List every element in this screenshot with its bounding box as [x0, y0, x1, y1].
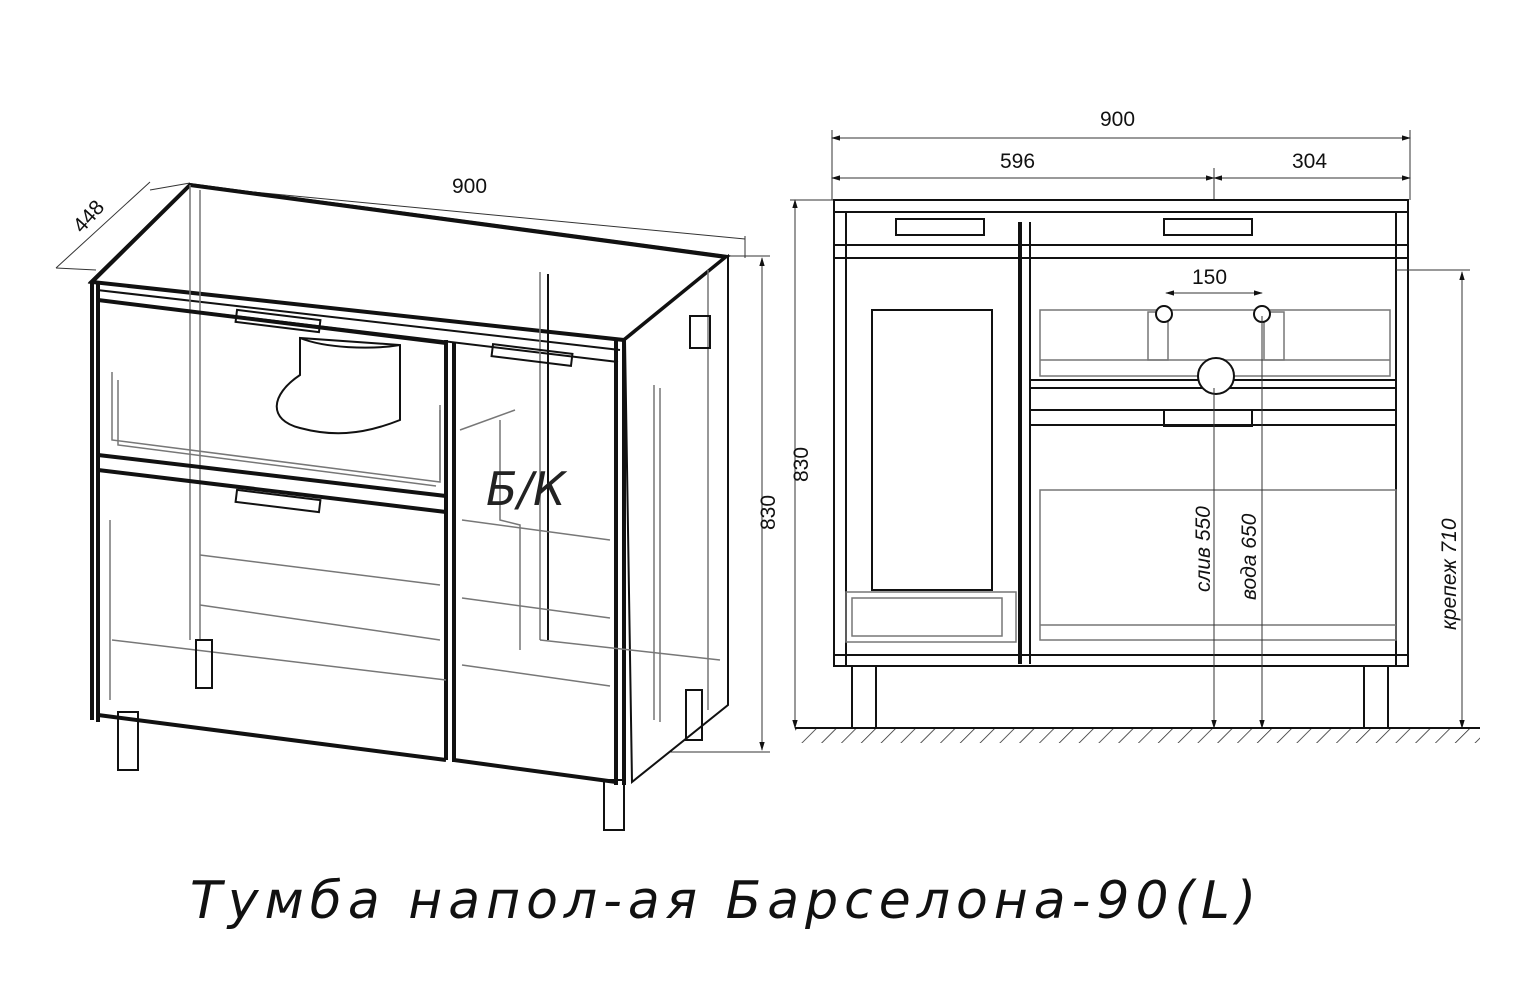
iso-height-label: 830: [757, 495, 780, 530]
front-view: 900 596 304 830: [790, 108, 1480, 743]
front-right-width-label: 304: [1292, 150, 1327, 173]
mount-height-label: крепеж 710: [1438, 518, 1461, 630]
iso-width-label: 900: [452, 175, 487, 198]
isometric-view: 900 448 830: [55, 175, 780, 831]
front-height-dimension: 830: [790, 199, 840, 729]
pipe-spacing-label: 150: [1192, 266, 1227, 289]
iso-height-dimension: 830: [640, 255, 780, 753]
drawing-title: Тумба напол-ая Барселона-90(L): [190, 871, 1262, 931]
front-total-width-label: 900: [1100, 108, 1135, 131]
front-height-label: 830: [790, 447, 813, 482]
drain-height-label: слив 550: [1192, 506, 1215, 592]
front-width-dimensions: 900 596 304: [831, 108, 1411, 200]
iso-width-dimension: 900: [149, 175, 746, 258]
front-left-width-label: 596: [1000, 150, 1035, 173]
water-height-label: вода 650: [1238, 513, 1261, 600]
iso-depth-label: 448: [69, 196, 110, 237]
section-mark: Б/К: [486, 462, 568, 516]
